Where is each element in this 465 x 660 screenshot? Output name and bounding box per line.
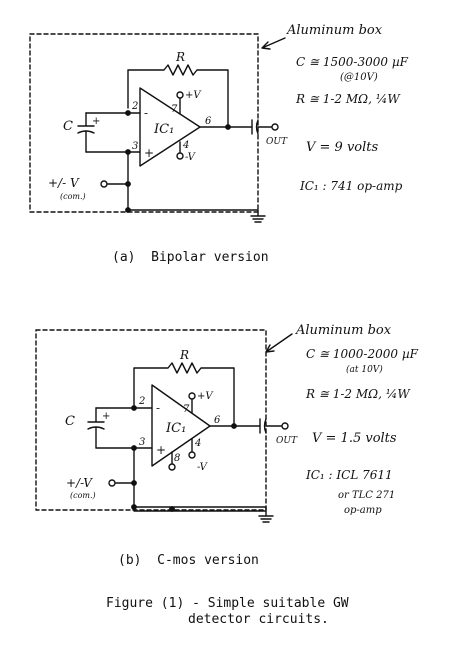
- panel-b-spec-ic: IC₁ : ICL 7611: [305, 468, 393, 482]
- panel-a-plus: +: [144, 146, 154, 160]
- panel-a-vplus-label: +V: [185, 90, 202, 101]
- panel-b-spec-c: C ≅ 1000-2000 µF: [306, 347, 419, 361]
- panel-a-cap-plus: +: [92, 116, 100, 127]
- panel-a-vminus-label: -V: [185, 152, 197, 163]
- panel-b-circuit: [35, 329, 293, 523]
- panel-b-vplus-label: +V: [197, 391, 214, 402]
- panel-a-output-capacitor: [251, 119, 273, 135]
- panel-b-spec-r: R ≅ 1-2 MΩ, ¼W: [305, 387, 411, 401]
- panel-a-pin-7: 7: [171, 104, 178, 115]
- panel-b-pin-4: 4: [194, 438, 201, 449]
- panel-b-vminus-label: -V: [197, 462, 209, 473]
- panel-a-minus: -: [144, 106, 148, 120]
- figure-caption-line-2: detector circuits.: [188, 612, 329, 627]
- panel-a-pin-4: 4: [182, 140, 189, 151]
- panel-b-resistor-label: R: [179, 348, 189, 362]
- panel-b-pin-6: 6: [214, 415, 221, 426]
- panel-b-labels: Aluminum box R C + IC₁ 2 3 - + 7 4 8 6 +…: [65, 323, 419, 516]
- panel-b-spec-ic3: op-amp: [344, 505, 382, 516]
- figure-caption: Figure (1) - Simple suitable GW detector…: [106, 596, 349, 628]
- panel-a-caption: (a) Bipolar version: [112, 250, 269, 265]
- panel-b-cap-label: C: [65, 414, 75, 429]
- panel-b-spec-v: V = 1.5 volts: [312, 431, 397, 446]
- panel-b-capacitor: [87, 407, 105, 449]
- panel-a-out-label: OUT: [266, 137, 288, 147]
- panel-a-labels: Aluminum box R C + IC₁ 2 3 - + 7 4 6 +V …: [48, 23, 409, 201]
- panel-b-out-label: OUT: [276, 436, 298, 446]
- panel-a-supply-label: +/- V: [48, 176, 80, 190]
- panel-b-minus: -: [156, 401, 160, 415]
- panel-b-pin-8: 8: [174, 453, 180, 464]
- panel-a-spec-v: V = 9 volts: [306, 140, 379, 155]
- panel-a-spec-c-note: (@10V): [340, 72, 378, 83]
- panel-b-spec-ic2: or TLC 271: [338, 490, 395, 501]
- panel-a-spec-ic: IC₁ : 741 op-amp: [299, 179, 403, 193]
- panel-a-spec-r: R ≅ 1-2 MΩ, ¼W: [295, 92, 401, 106]
- panel-a-pin-noninv: 3: [132, 141, 138, 152]
- figure-caption-line-1: Figure (1) - Simple suitable GW: [106, 596, 349, 611]
- panel-b-box-label: Aluminum box: [295, 323, 392, 338]
- panel-a-box-arrow: [261, 37, 286, 50]
- panel-b-cap-plus: +: [102, 411, 110, 422]
- panel-a-supply-sub: (com.): [60, 192, 86, 201]
- panel-b-supply-label: +/-V: [66, 476, 93, 490]
- panel-a-pin-6: 6: [205, 116, 212, 127]
- panel-b-plus: +: [156, 443, 166, 457]
- panel-a-circuit: [29, 33, 286, 223]
- panel-a-capacitor: [77, 112, 95, 153]
- panel-a-resistor-label: R: [175, 50, 185, 64]
- panel-a-spec-c: C ≅ 1500-3000 µF: [296, 55, 409, 69]
- panel-b-spec-c-note: (at 10V): [346, 364, 383, 375]
- panel-a-opamp: [139, 87, 201, 167]
- panel-a-resistor: [127, 64, 229, 129]
- panel-b-pin-noninv: 3: [139, 437, 145, 448]
- panel-a-pin-inv: 2: [131, 101, 138, 112]
- panel-b-caption: (b) C-mos version: [118, 553, 259, 568]
- panel-b-box-arrow: [265, 333, 293, 353]
- panel-b-output-capacitor: [259, 418, 283, 434]
- panel-b-aluminum-box: [35, 329, 267, 511]
- panel-b-pin-inv: 2: [138, 396, 145, 407]
- panel-a-opamp-label: IC₁: [153, 122, 174, 137]
- panel-a-aluminum-box: [29, 33, 259, 213]
- panel-b-supply-sub: (com.): [70, 491, 96, 500]
- panel-b-resistor: [133, 362, 235, 429]
- panel-b-pin-7: 7: [183, 404, 190, 415]
- panel-b-opamp: [151, 384, 211, 467]
- panel-a-box-label: Aluminum box: [286, 23, 383, 38]
- panel-b-opamp-label: IC₁: [165, 421, 186, 436]
- panel-a-cap-label: C: [63, 119, 73, 134]
